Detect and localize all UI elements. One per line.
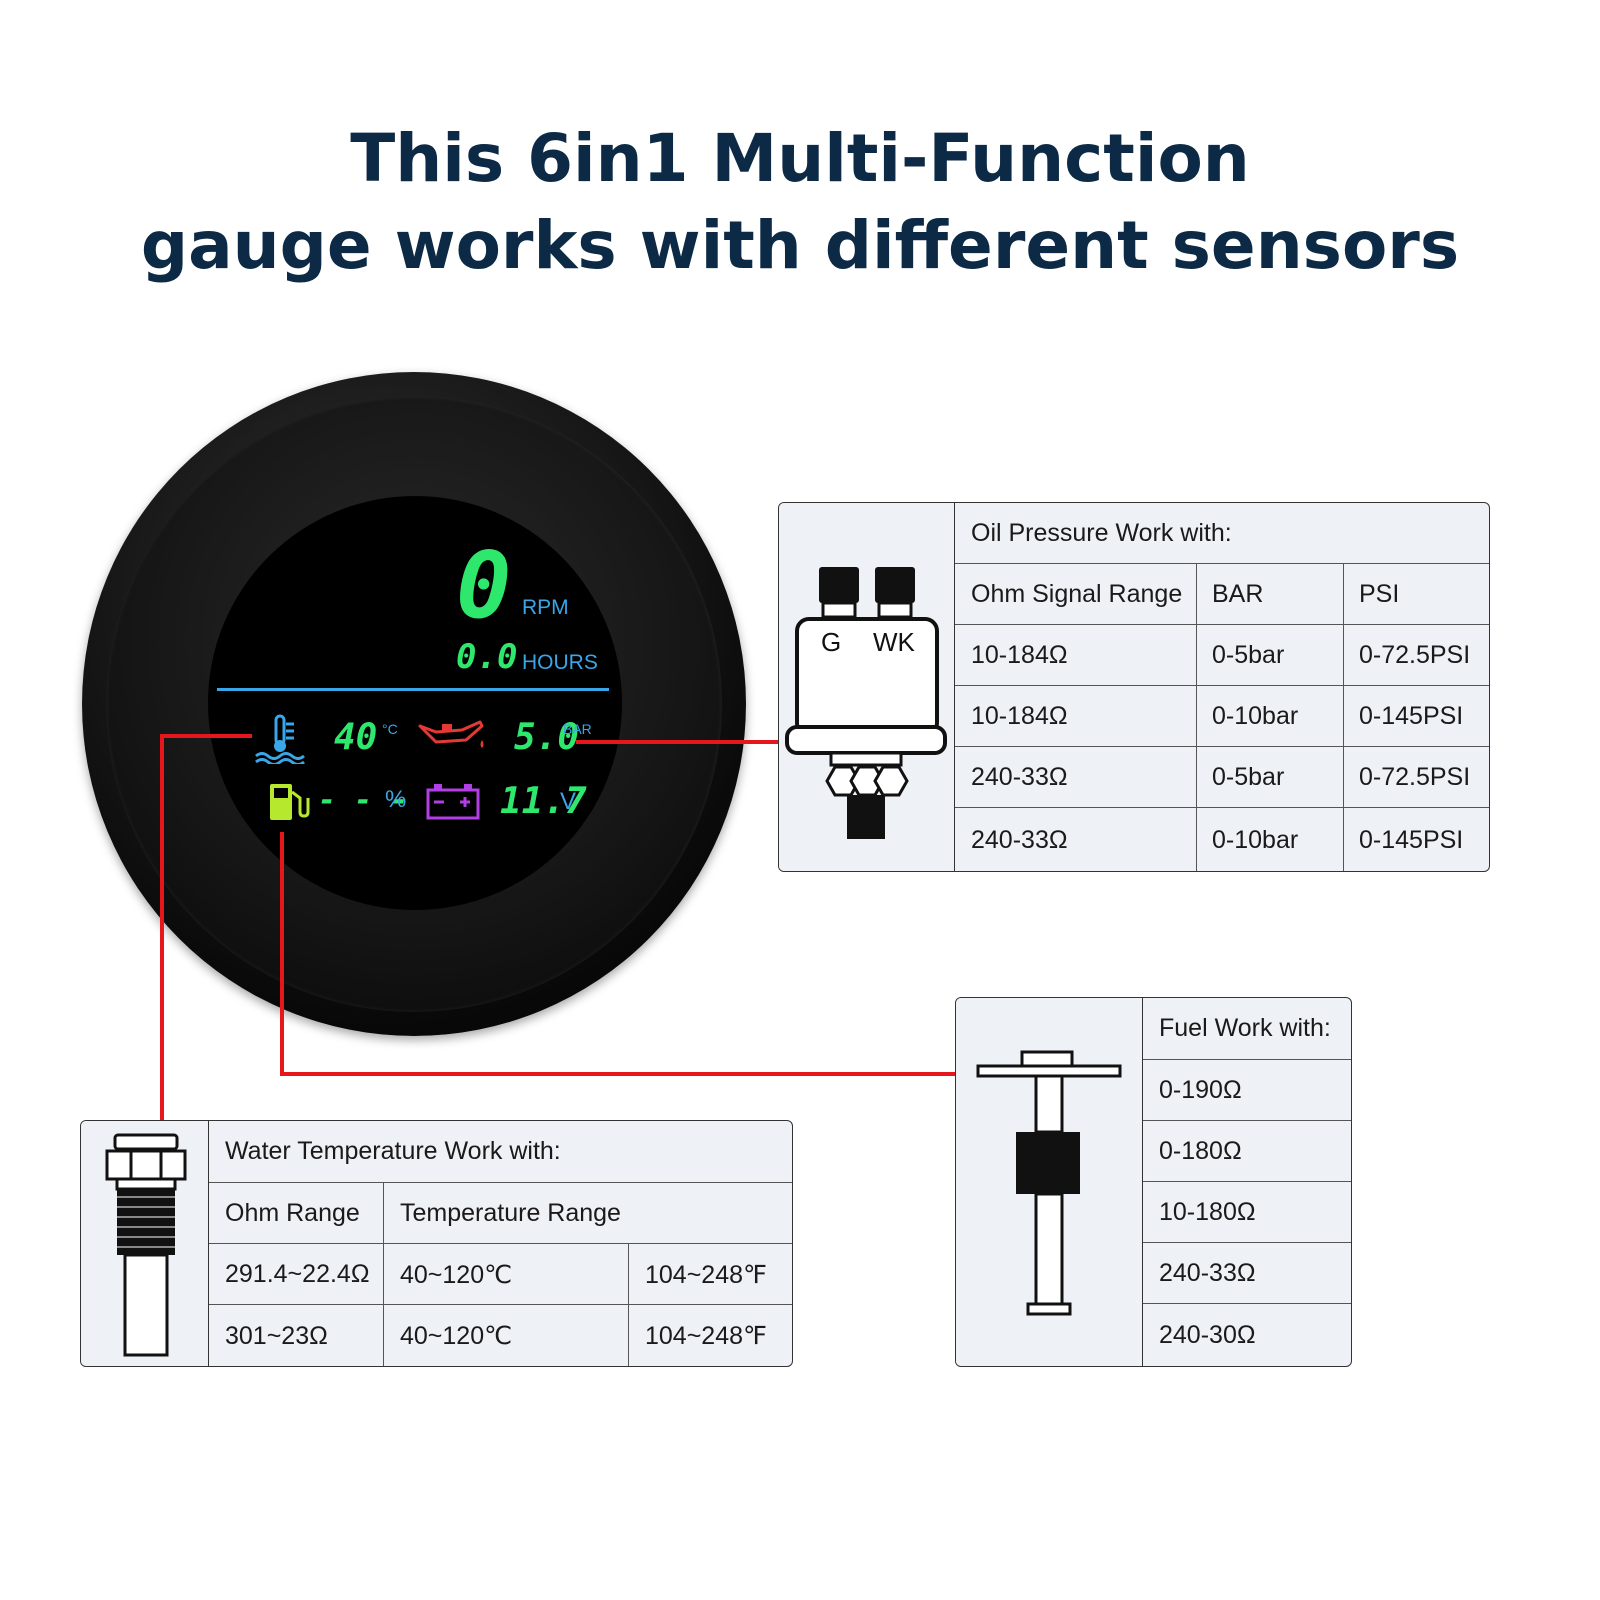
table-row: 0-180Ω [1143, 1120, 1351, 1182]
fuel-cell-ohm: 0-190Ω [1159, 1076, 1242, 1104]
voltage-digits: 11.7 [500, 781, 587, 822]
table-row: 291.4~22.4Ω 40~120℃ 104~248℉ [209, 1243, 792, 1305]
oil-column-divider [1343, 563, 1344, 871]
water-header-ohm: Ohm Range [225, 1199, 360, 1227]
water-cell-fahrenheit: 104~248℉ [645, 1322, 767, 1350]
oil-pressure-table: G WK Oil Pressure Work with: Ohm Signal … [778, 502, 1490, 872]
water-sensor-cell [81, 1121, 209, 1366]
table-row: 240-33Ω 0-5bar 0-72.5PSI [955, 746, 1489, 808]
fuel-connector-wire-v [280, 832, 284, 1076]
water-temp-unit: °C [382, 721, 398, 737]
gauge-divider [217, 688, 609, 691]
oil-connector-wire [576, 740, 778, 744]
fuel-sensor-cell [956, 998, 1143, 1366]
water-temperature-sensor-icon [105, 1133, 187, 1357]
fuel-pump-icon [270, 784, 310, 820]
terminal-wk-label: WK [873, 627, 915, 657]
table-row: 10-184Ω 0-10bar 0-145PSI [955, 685, 1489, 747]
oil-pressure-sensor-icon [785, 567, 947, 839]
oil-cell-ohm: 10-184Ω [971, 641, 1068, 669]
table-row: 10-180Ω [1143, 1181, 1351, 1243]
oil-cell-ohm: 240-33Ω [971, 825, 1068, 854]
oil-cell-bar: 0-10bar [1212, 825, 1299, 854]
fuel-level-sensor-icon [976, 1050, 1122, 1316]
water-temperature-icon [255, 714, 305, 764]
headline-line-1: This 6in1 Multi-Function [350, 120, 1250, 197]
water-header-row: Ohm Range Temperature Range [209, 1182, 792, 1244]
table-row: 0-190Ω [1143, 1059, 1351, 1121]
voltage-unit: V [560, 788, 577, 815]
oil-header-psi: PSI [1359, 580, 1400, 608]
table-row: 240-33Ω [1143, 1242, 1351, 1304]
water-connector-wire-h [160, 734, 252, 738]
oil-cell-ohm: 10-184Ω [971, 702, 1068, 730]
water-column-divider [628, 1243, 629, 1366]
hours-digits: 0.0 [456, 637, 518, 677]
gauge-bezel [82, 372, 746, 1036]
fuel-digits: - - - [318, 783, 409, 818]
water-header-fahrenheit [629, 1183, 792, 1244]
oil-cell-bar: 0-5bar [1212, 641, 1285, 669]
water-cell-celsius: 40~120℃ [400, 1260, 513, 1289]
water-cell-ohm: 291.4~22.4Ω [225, 1260, 370, 1288]
fuel-cell-ohm: 240-33Ω [1159, 1259, 1256, 1287]
fuel-table-title: Fuel Work with: [1159, 1014, 1331, 1042]
oil-sensor-cell: G WK [779, 503, 955, 871]
water-temperature-table: Water Temperature Work with: Ohm Range T… [80, 1120, 793, 1367]
water-cell-ohm: 301~23Ω [225, 1321, 328, 1350]
table-row: 240-33Ω 0-10bar 0-145PSI [955, 807, 1489, 871]
fuel-unit: % [385, 786, 407, 813]
oil-cell-bar: 0-5bar [1212, 763, 1285, 791]
terminal-g-label: G [821, 627, 842, 657]
headline-line-2: gauge works with different sensors [140, 207, 1460, 284]
water-title-row: Water Temperature Work with: [209, 1121, 792, 1182]
oil-column-divider [1196, 563, 1197, 871]
water-table-title: Water Temperature Work with: [225, 1137, 561, 1165]
fuel-cell-ohm: 240-30Ω [1159, 1321, 1256, 1349]
fuel-title-row: Fuel Work with: [1143, 998, 1351, 1059]
oil-cell-psi: 0-145PSI [1359, 702, 1464, 730]
fuel-cell-ohm: 0-180Ω [1159, 1137, 1242, 1165]
table-row: 10-184Ω 0-5bar 0-72.5PSI [955, 624, 1489, 686]
rpm-digits: 0 [456, 532, 512, 639]
gauge-face [208, 496, 622, 910]
water-cell-fahrenheit: 104~248℉ [645, 1260, 767, 1289]
table-row: 301~23Ω 40~120℃ 104~248℉ [209, 1304, 792, 1366]
oil-cell-bar: 0-10bar [1212, 702, 1299, 730]
oil-cell-psi: 0-72.5PSI [1359, 763, 1471, 791]
fuel-connector-wire-h [280, 1072, 956, 1076]
oil-can-icon [418, 720, 484, 748]
water-temp-digits: 40 [334, 717, 378, 758]
water-header-temperature: Temperature Range [400, 1199, 621, 1227]
oil-table-title: Oil Pressure Work with: [971, 518, 1232, 547]
oil-pressure-unit: BAR [563, 721, 592, 737]
water-cell-celsius: 40~120℃ [400, 1322, 513, 1350]
oil-cell-psi: 0-72.5PSI [1359, 641, 1471, 669]
fuel-table: Fuel Work with: 0-190Ω 0-180Ω 10-180Ω 24… [955, 997, 1352, 1367]
oil-cell-ohm: 240-33Ω [971, 763, 1068, 791]
water-column-divider [383, 1182, 384, 1366]
battery-icon [426, 784, 480, 820]
oil-header-ohm: Ohm Signal Range [971, 580, 1183, 608]
water-connector-wire-v [160, 734, 164, 1122]
hours-label: HOURS [522, 651, 598, 674]
oil-header-row: Ohm Signal Range BAR PSI [955, 563, 1489, 625]
table-row: 240-30Ω [1143, 1303, 1351, 1366]
fuel-cell-ohm: 10-180Ω [1159, 1198, 1256, 1226]
oil-pressure-digits: 5.0 [514, 717, 580, 758]
oil-cell-psi: 0-145PSI [1359, 825, 1464, 854]
oil-header-bar: BAR [1212, 580, 1264, 608]
oil-title-row: Oil Pressure Work with: [955, 503, 1489, 563]
rpm-label: RPM [522, 596, 569, 619]
